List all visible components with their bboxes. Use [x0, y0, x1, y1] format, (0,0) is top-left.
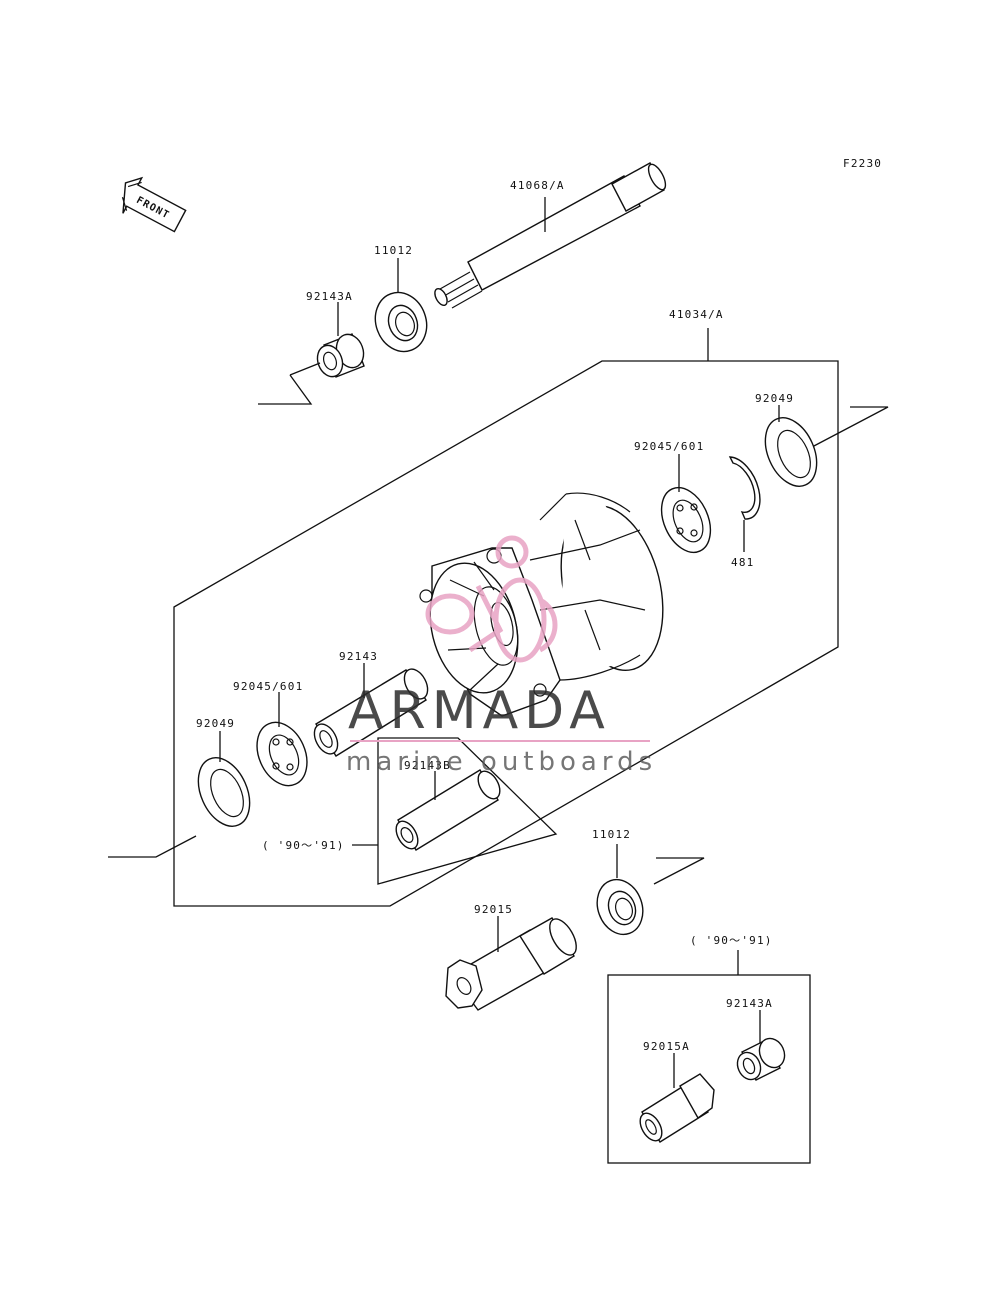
bearing-92045-601-left [256, 721, 308, 787]
part-label-41034-a: 41034/A [669, 308, 724, 321]
figure-code: F2230 [843, 157, 882, 170]
sleeve-92015 [445, 917, 577, 1011]
axle [434, 162, 667, 309]
part-label-92015: 92015 [474, 903, 513, 916]
part-label-92045-601-left: 92045/601 [233, 680, 303, 693]
bearing-92045-601-right [660, 486, 712, 554]
part-label-92049-right: 92049 [755, 392, 794, 405]
front-arrow-icon: FRONT [121, 176, 187, 233]
part-label-11012-bottom: 11012 [592, 828, 631, 841]
spacer-92143b [395, 769, 501, 851]
bearing-11012-bottom [596, 878, 644, 936]
watermark-logo-icon [425, 535, 558, 663]
spacer-92143 [313, 668, 429, 757]
part-label-92015a: 92015A [643, 1040, 690, 1053]
watermark-tagline: marine outboards [346, 747, 657, 777]
year-note-box: ( '90～'91) [690, 934, 773, 947]
part-label-41068-a: 41068/A [510, 179, 565, 192]
sleeve-92015a [639, 1073, 715, 1143]
year-note-middle: ( '90～'91) [262, 839, 345, 852]
seal-92049-left [197, 757, 251, 827]
part-label-92143b: 92143B [404, 759, 451, 772]
part-label-92143a-top: 92143A [306, 290, 353, 303]
part-label-11012-top: 11012 [374, 244, 413, 257]
part-label-92045-601-right: 92045/601 [634, 440, 704, 453]
part-label-481: 481 [731, 556, 754, 569]
inset-box-90-91 [607, 974, 811, 1164]
part-label-92143a-box: 92143A [726, 997, 773, 1010]
seal-92049-right [764, 417, 818, 487]
watermark-brand: ARMADA [348, 681, 611, 741]
inset-92143b-frame [377, 737, 558, 885]
part-label-92143: 92143 [339, 650, 378, 663]
collar-92143a-top [316, 333, 365, 378]
collar-92143a-box [736, 1037, 786, 1081]
part-label-92049-left: 92049 [196, 717, 235, 730]
circlip-481 [728, 456, 761, 520]
bearing-11012-top [374, 291, 428, 353]
